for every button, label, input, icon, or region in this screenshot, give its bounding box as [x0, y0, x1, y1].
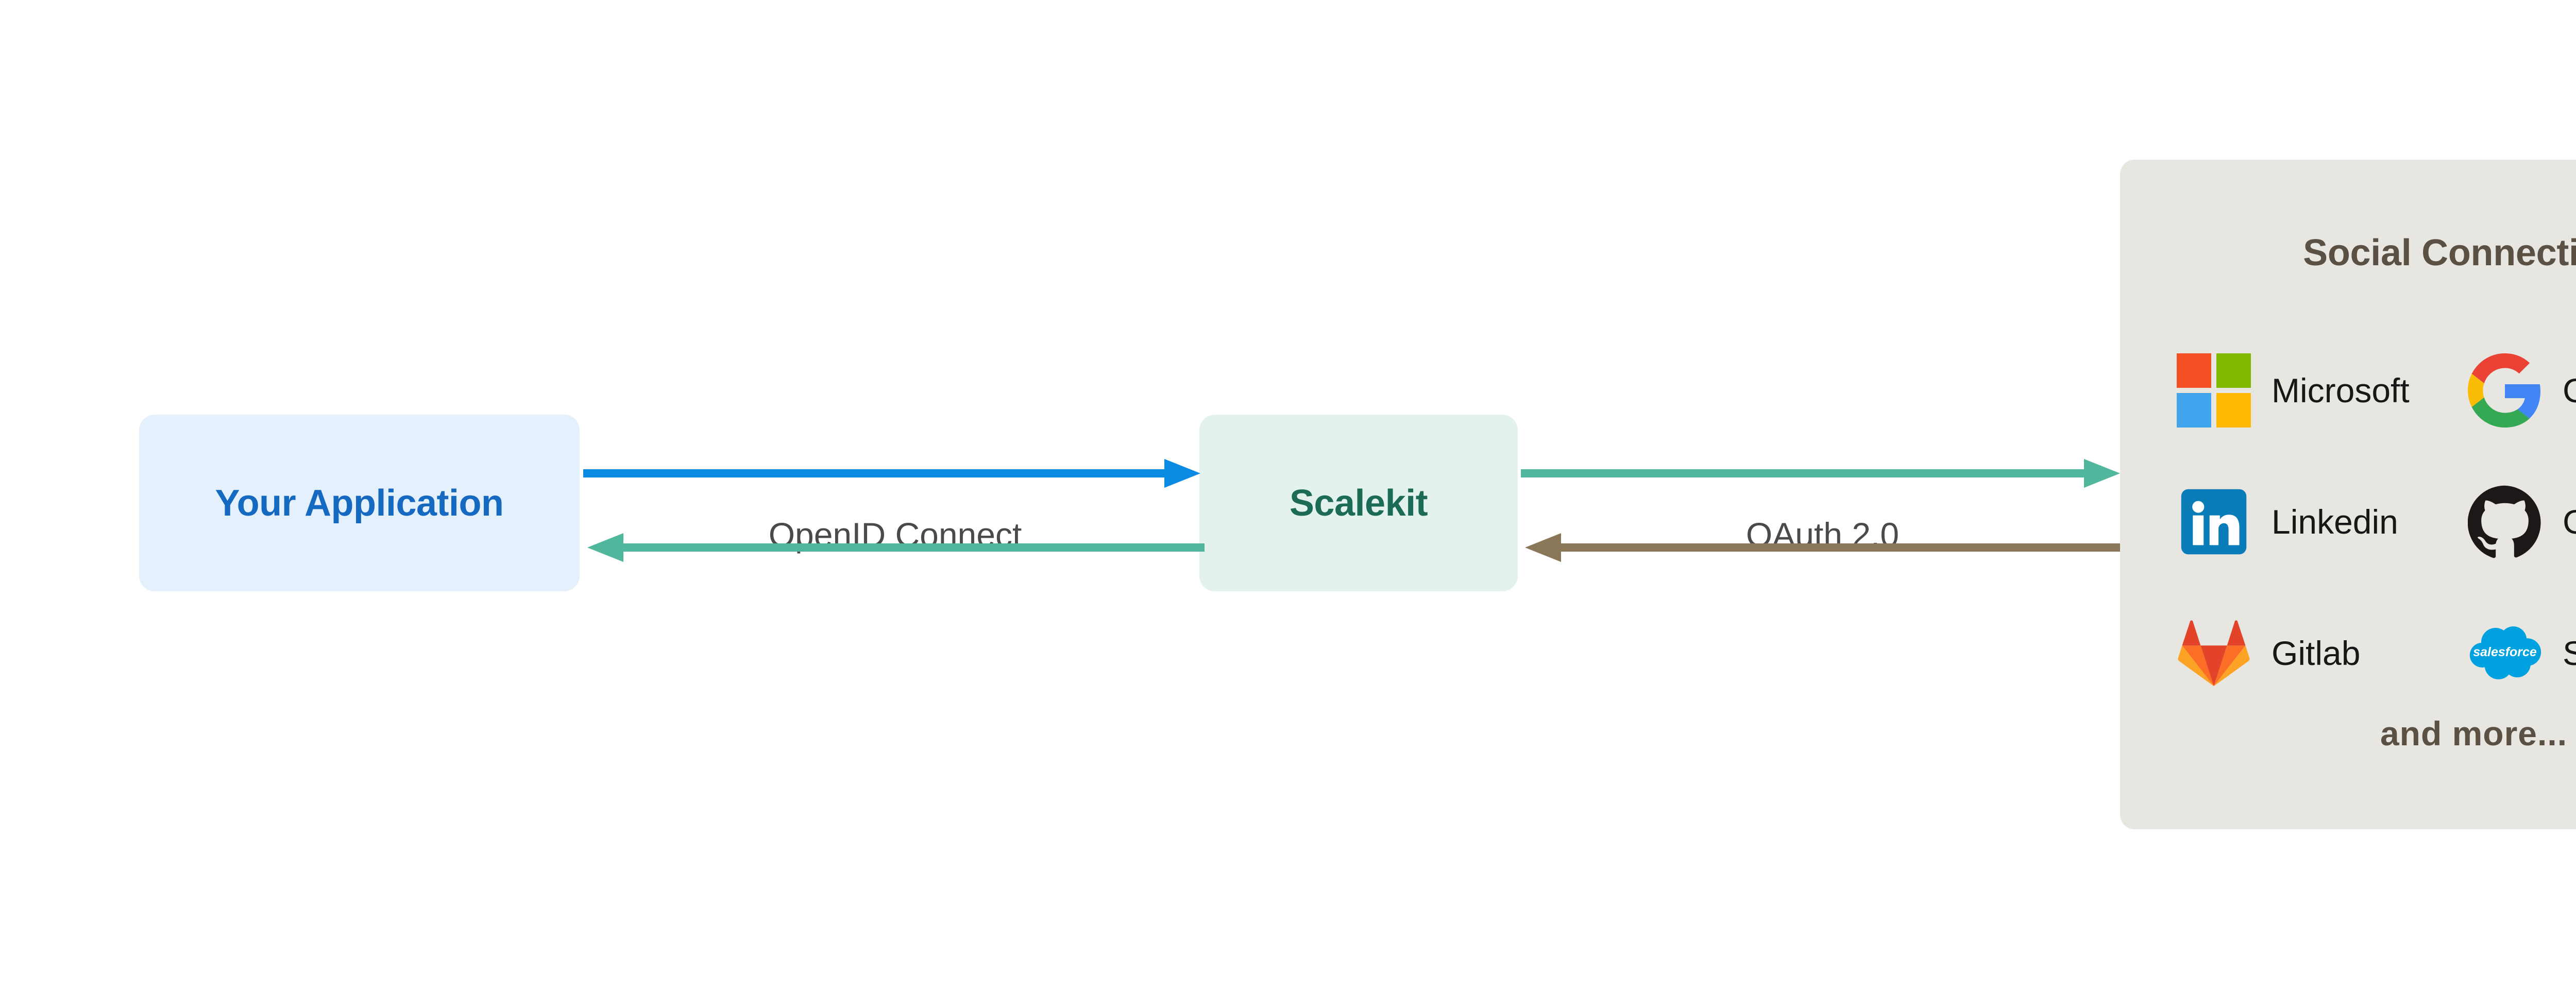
- microsoft-icon: [2177, 353, 2251, 428]
- arrow-oauth-response: [1525, 533, 2124, 562]
- node-your-application: Your Application: [139, 415, 580, 591]
- provider-github[interactable]: Github: [2468, 485, 2576, 559]
- provider-github-label: Github: [2563, 502, 2576, 541]
- arrow-openid-response: [587, 533, 1205, 562]
- node-scalekit: Scalekit: [1199, 415, 1518, 591]
- social-connections-title: Social Connections: [2303, 232, 2576, 274]
- github-icon: [2468, 485, 2542, 559]
- provider-salesforce[interactable]: salesforce Salesforce: [2468, 616, 2576, 690]
- arrow-oauth-request: [1521, 459, 2120, 488]
- gitlab-icon: [2177, 616, 2251, 690]
- provider-grid: Microsoft Google: [2177, 324, 2576, 719]
- provider-linkedin[interactable]: Linkedin: [2177, 485, 2468, 559]
- provider-gitlab[interactable]: Gitlab: [2177, 616, 2468, 690]
- provider-microsoft[interactable]: Microsoft: [2177, 353, 2468, 428]
- provider-gitlab-label: Gitlab: [2272, 634, 2361, 672]
- social-connections-panel: Social Connections Microsoft: [2120, 160, 2576, 829]
- linkedin-icon: [2177, 485, 2251, 559]
- arrow-openid-request: [583, 459, 1200, 488]
- provider-microsoft-label: Microsoft: [2272, 371, 2410, 409]
- provider-linkedin-label: Linkedin: [2272, 502, 2398, 541]
- node-scalekit-label: Scalekit: [1289, 482, 1428, 524]
- google-icon: [2468, 353, 2542, 428]
- provider-google[interactable]: Google: [2468, 353, 2576, 428]
- svg-text:salesforce: salesforce: [2473, 644, 2537, 659]
- provider-google-label: Google: [2563, 371, 2576, 409]
- and-more-label: and more...: [2380, 714, 2568, 753]
- node-your-application-label: Your Application: [215, 482, 504, 524]
- provider-salesforce-label: Salesforce: [2563, 634, 2576, 672]
- salesforce-icon: salesforce: [2468, 616, 2542, 690]
